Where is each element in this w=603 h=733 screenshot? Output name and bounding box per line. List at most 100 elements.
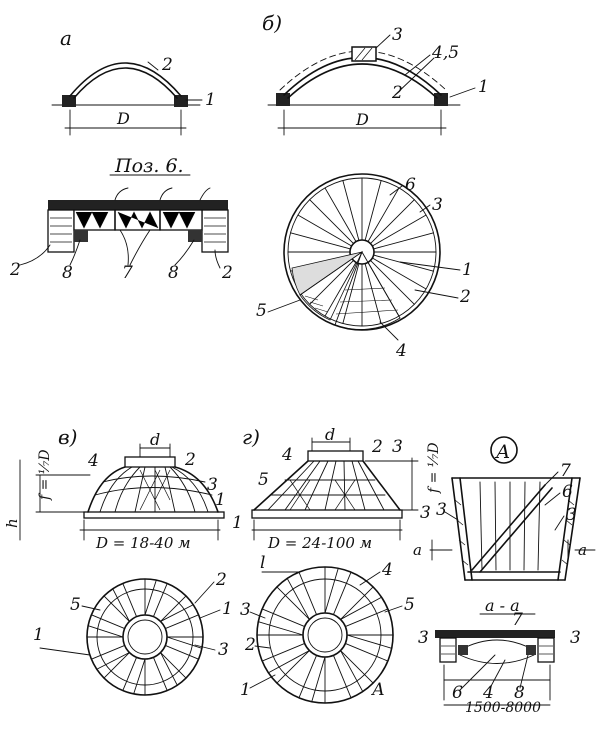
rib-line — [152, 582, 168, 618]
svg-text:1: 1 — [222, 599, 233, 619]
rib-line — [160, 652, 187, 679]
svg-text:4: 4 — [395, 341, 407, 361]
svg-text:D = 24-100 м: D = 24-100 м — [267, 534, 372, 552]
truss-diagonal — [144, 579, 157, 616]
svg-text:5: 5 — [70, 595, 81, 615]
plan-v-dome: 5 2 1 3 1 — [33, 570, 233, 696]
svg-text:1: 1 — [33, 625, 44, 645]
rib-line — [160, 595, 187, 622]
svg-text:8: 8 — [168, 263, 179, 283]
svg-text:А: А — [371, 680, 385, 700]
svg-text:2: 2 — [371, 437, 383, 457]
svg-text:8: 8 — [62, 263, 73, 283]
rib-line — [371, 257, 427, 290]
svg-text:3: 3 — [207, 475, 218, 495]
svg-text:l: l — [260, 553, 265, 573]
truss-diagonal — [257, 621, 304, 636]
svg-text:2: 2 — [9, 260, 21, 280]
rib-line — [164, 644, 200, 660]
callout-2: 2 — [161, 55, 173, 75]
truss-diagonal — [311, 656, 326, 703]
svg-text:2: 2 — [184, 450, 196, 470]
svg-text:7: 7 — [512, 610, 523, 630]
rib-line — [370, 260, 415, 305]
rib-line — [344, 642, 389, 662]
figure-a-arch: а D 2 1 — [51, 26, 216, 136]
truss-diagonal — [286, 578, 310, 620]
figure-a-label: а — [60, 26, 72, 50]
svg-text:3: 3 — [418, 628, 429, 648]
rib-line — [261, 642, 306, 662]
truss-diagonal — [133, 658, 146, 695]
rib-line — [164, 614, 200, 630]
svg-text:6: 6 — [405, 175, 416, 195]
svg-text:1: 1 — [232, 513, 243, 533]
callout-1: 1 — [205, 90, 216, 110]
svg-text:1: 1 — [215, 490, 226, 510]
svg-text:3: 3 — [432, 195, 443, 215]
svg-text:7: 7 — [560, 461, 571, 481]
section-poz6: Поз. 6. 2 8 7 8 2 — [9, 155, 233, 283]
svg-text:2: 2 — [221, 263, 233, 283]
rib-line — [122, 656, 138, 692]
rib-line — [276, 650, 310, 684]
svg-text:d: d — [150, 430, 160, 449]
truss-diagonal — [346, 634, 393, 649]
rib-line — [90, 614, 126, 630]
svg-text:4: 4 — [281, 445, 293, 465]
rib-line — [103, 652, 130, 679]
svg-text:4: 4 — [87, 451, 99, 471]
rib-line — [290, 232, 351, 250]
svg-text:1500-8000: 1500-8000 — [465, 700, 541, 716]
figure-v-elevation: в) d D = 18-40 м f = ⅟₇D h 4 2 3 — [3, 425, 226, 552]
svg-text:1: 1 — [462, 260, 473, 280]
svg-text:6: 6 — [452, 683, 463, 703]
svg-text:а - а: а - а — [485, 596, 520, 615]
truss-diagonal — [87, 625, 124, 638]
truss-diagonal — [112, 588, 130, 622]
rib-line — [309, 260, 354, 305]
rib-line — [152, 656, 168, 692]
svg-text:3: 3 — [436, 500, 447, 520]
rib-line — [373, 232, 434, 250]
svg-text:8: 8 — [514, 683, 525, 703]
rib-line — [342, 180, 360, 241]
rib-line — [342, 263, 360, 324]
rib-line — [332, 571, 352, 616]
svg-text:2: 2 — [391, 83, 403, 103]
svg-text:2: 2 — [459, 287, 471, 307]
dimension-D: D — [355, 110, 369, 129]
svg-text:4: 4 — [482, 683, 494, 703]
truss-diagonal — [160, 604, 194, 622]
rib-line — [367, 187, 400, 243]
svg-text:h: h — [3, 518, 21, 528]
support-left — [62, 95, 76, 107]
dome-plan-ribbed: 6 3 1 2 5 4 — [256, 173, 473, 361]
svg-text:f = ⅟₇D: f = ⅟₇D — [426, 442, 442, 494]
rib-line — [364, 263, 382, 324]
truss-diagonal — [160, 652, 178, 686]
rib-line — [332, 654, 352, 699]
detail-A: А 7 6 3 3 а а а - — [413, 436, 596, 615]
poz-title: Поз. 6. — [114, 155, 184, 177]
svg-text:f = ⅟₇D: f = ⅟₇D — [37, 449, 53, 501]
plan-g-dome: l 4 5 3 2 1 А — [240, 553, 415, 704]
rib-line — [309, 199, 354, 244]
svg-text:3: 3 — [392, 437, 403, 457]
truss-diagonal — [340, 596, 382, 620]
svg-text:2: 2 — [215, 570, 227, 590]
figure-b-label: б) — [262, 11, 282, 35]
svg-text:4,5: 4,5 — [431, 43, 459, 63]
svg-text:3: 3 — [240, 600, 251, 620]
svg-text:6: 6 — [562, 482, 573, 502]
svg-text:7: 7 — [122, 263, 133, 283]
truss-diagonal — [96, 652, 130, 670]
svg-text:d: d — [325, 425, 335, 444]
rib-line — [103, 595, 130, 622]
truss-diagonal — [324, 567, 339, 614]
svg-text:3: 3 — [392, 25, 403, 45]
truss-diagonal — [340, 650, 364, 692]
svg-text:в): в) — [58, 425, 77, 449]
svg-text:3: 3 — [420, 503, 431, 523]
